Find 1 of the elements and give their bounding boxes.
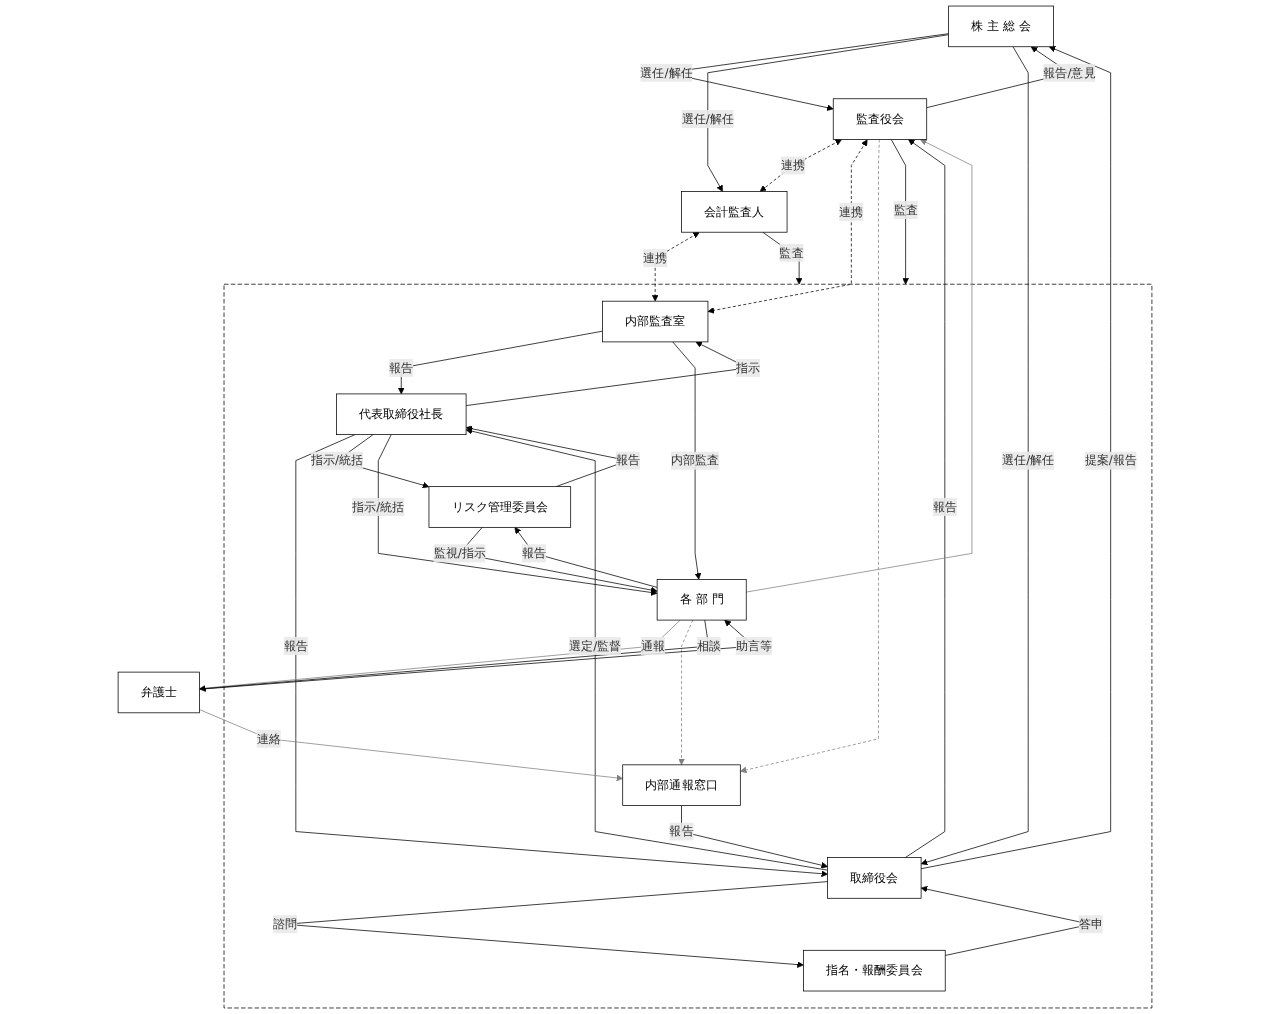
cluster — [223, 283, 1153, 1009]
